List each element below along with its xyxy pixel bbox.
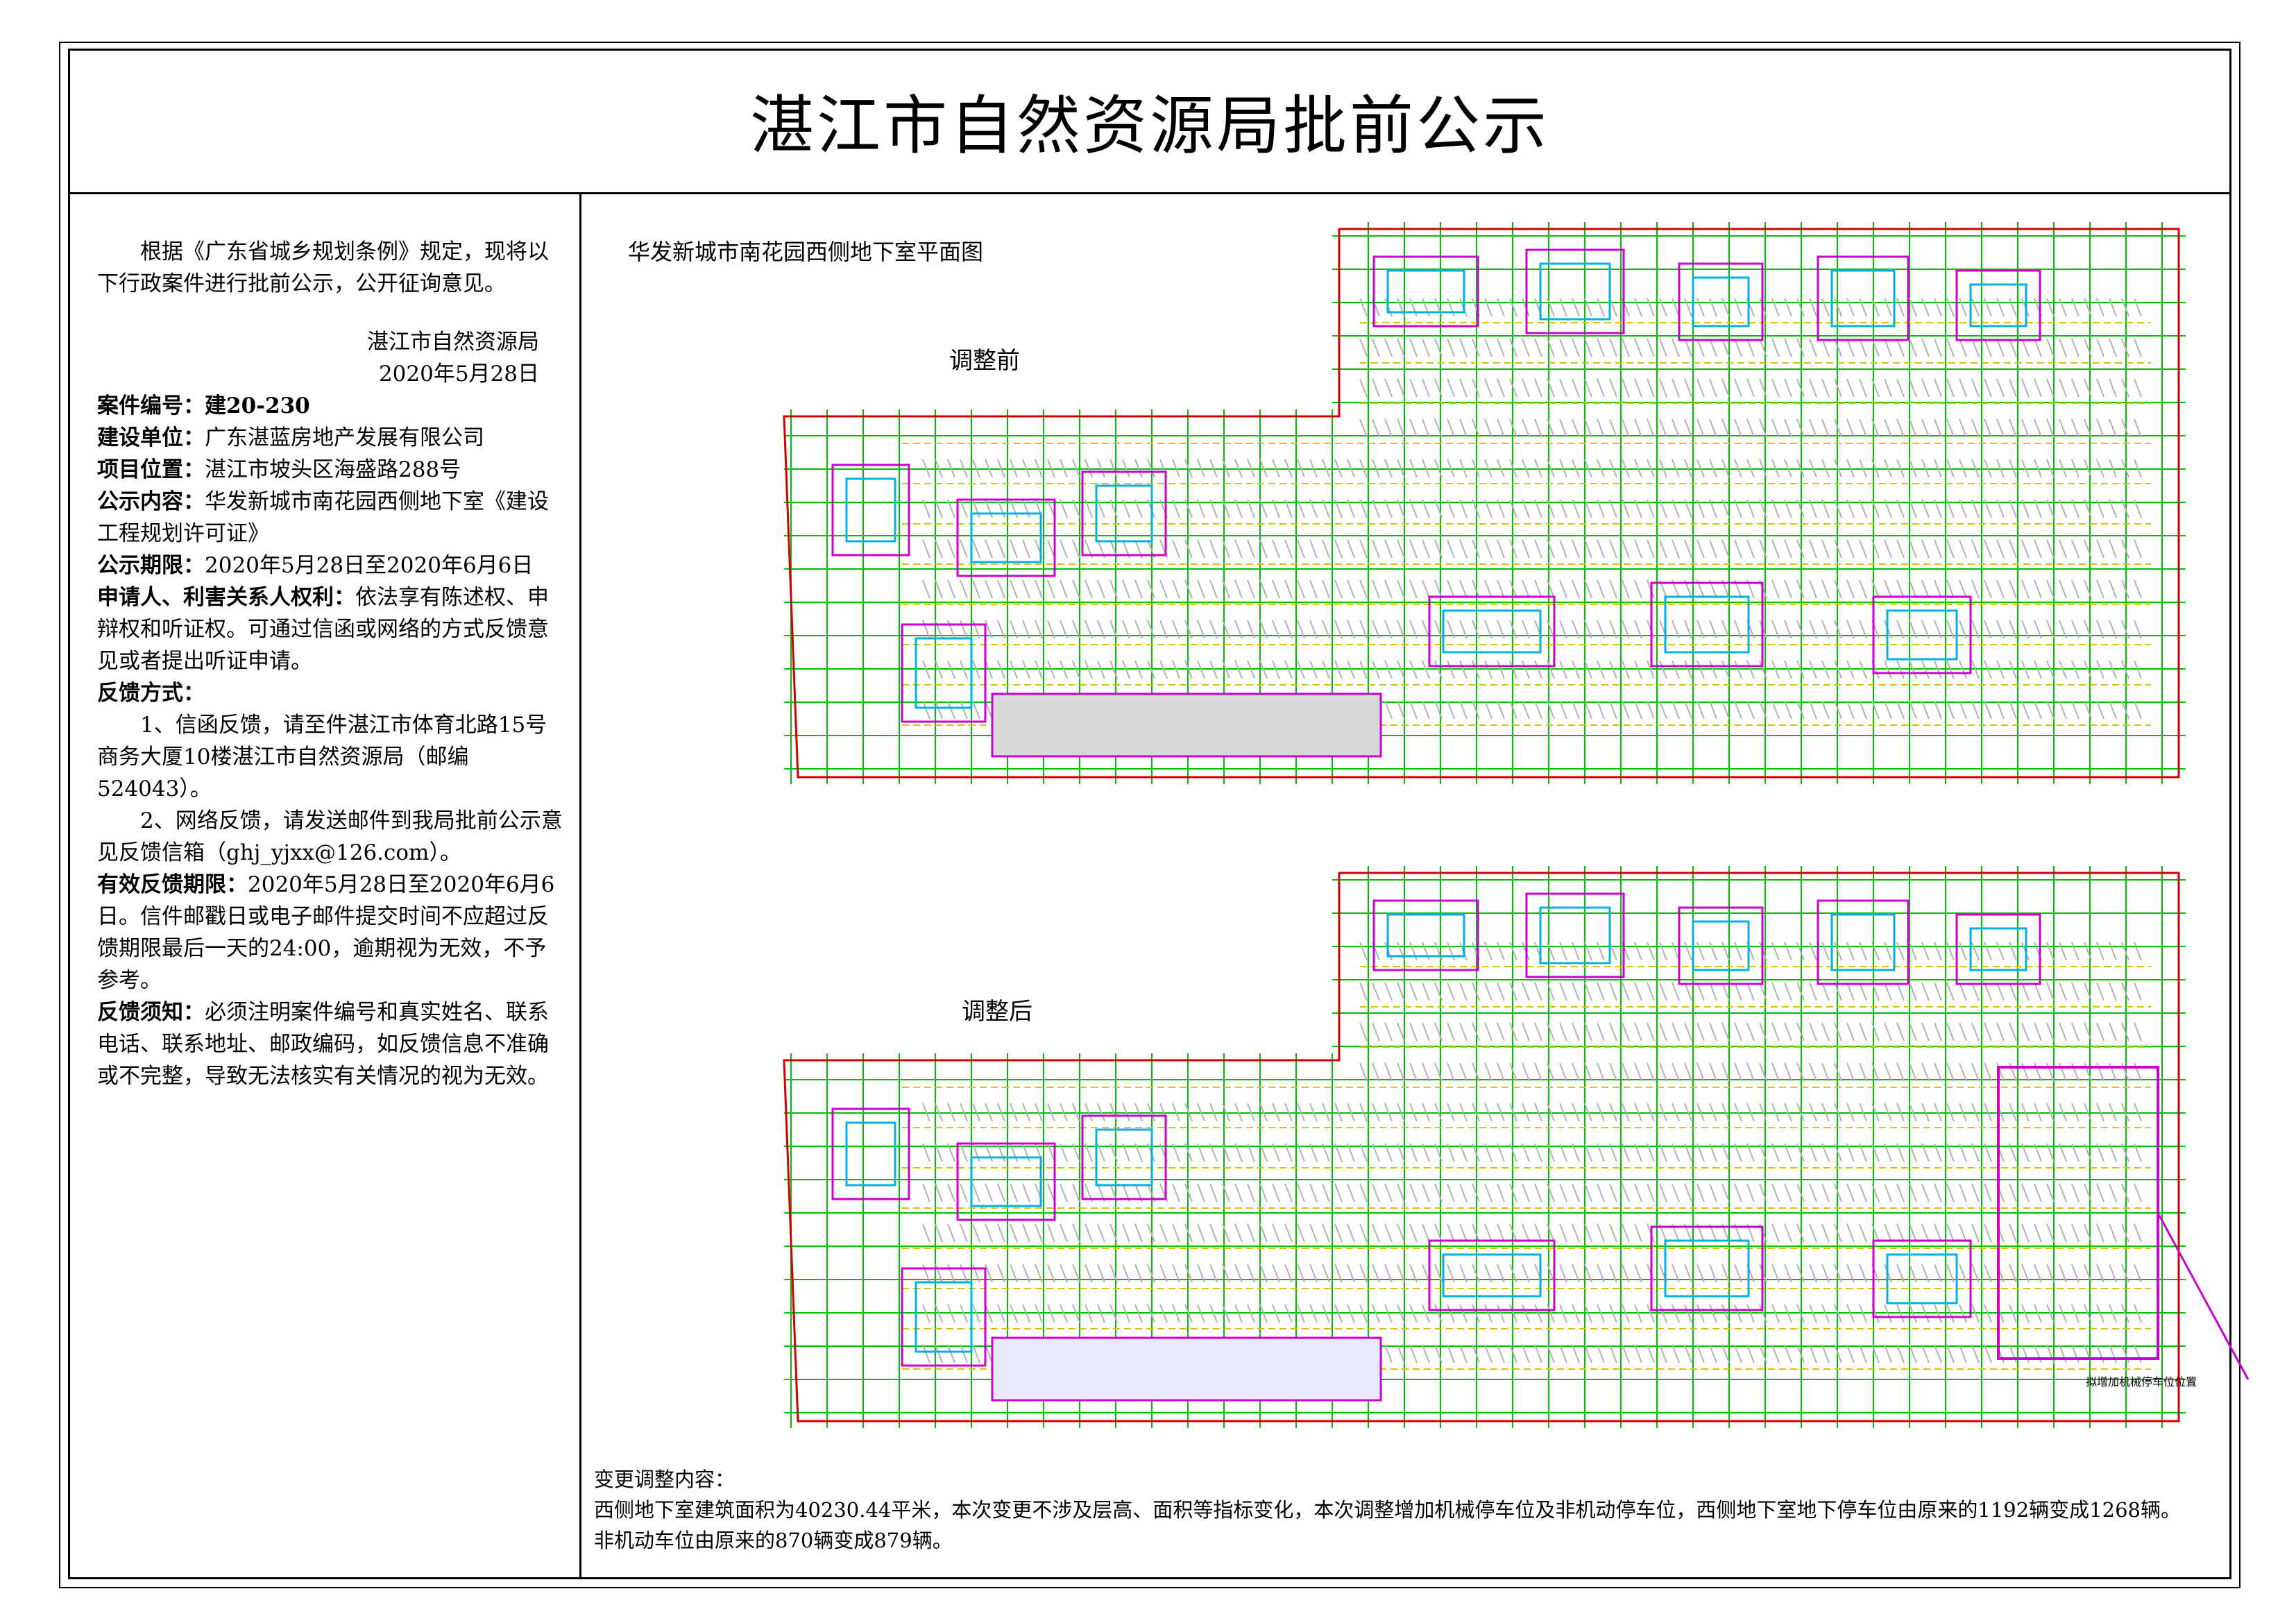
change-heading: 变更调整内容： xyxy=(594,1468,735,1491)
feedback-web: 2、网络反馈，请发送邮件到我局批前公示意见反馈信箱（ghj_yjxx@126.c… xyxy=(97,808,563,865)
drawing-title: 华发新城市南花园西侧地下室平面图 xyxy=(628,239,984,265)
feedback-deadline: 有效反馈期限：2020年5月28日至2020年6月6日。信件邮戳日或电子邮件提交… xyxy=(97,872,555,993)
label-before: 调整前 xyxy=(949,347,1020,375)
title-bar: 湛江市自然资源局批前公示 xyxy=(68,49,2231,194)
feedback-notes: 反馈须知：必须注明案件编号和真实姓名、联系电话、联系地址、邮政编码，如反馈信息不… xyxy=(97,1000,549,1089)
change-summary: 变更调整内容： 西侧地下室建筑面积为40230.44平米，本次变更不涉及层高、面… xyxy=(594,1464,2181,1556)
change-line-1: 西侧地下室建筑面积为40230.44平米，本次变更不涉及层高、面积等指标变化，本… xyxy=(594,1498,2181,1522)
page-title: 湛江市自然资源局批前公示 xyxy=(749,89,1549,163)
notice-intro: 根据《广东省城乡规划条例》规定，现将以下行政案件进行批前公示，公开征询意见。 xyxy=(97,239,549,296)
notice-date: 2020年5月28日 xyxy=(378,362,539,386)
notice-content: 公示内容：华发新城市南花园西侧地下室《建设工程规划许可证》 xyxy=(97,489,549,546)
outer-frame xyxy=(59,42,2240,1588)
inner-frame xyxy=(68,49,2231,1579)
floor-plan-after xyxy=(694,852,2262,1463)
notice-issuer: 湛江市自然资源局 xyxy=(367,330,539,355)
label-after: 调整后 xyxy=(962,998,1032,1026)
mechanical-parking-label: 拟增加机械停车位位置 xyxy=(2086,1375,2197,1388)
feedback-mail: 1、信函反馈，请至件湛江市体育北路15号商务大厦10楼湛江市自然资源局（邮编52… xyxy=(97,713,547,801)
feedback-heading: 反馈方式： xyxy=(97,681,205,706)
plan-after-svg xyxy=(783,866,2250,1428)
case-number: 案件编号：建20-230 xyxy=(97,393,310,418)
notice-panel: 根据《广东省城乡规划条例》规定，现将以下行政案件进行批前公示，公开征询意见。 湛… xyxy=(68,194,581,1579)
floor-plan-before xyxy=(694,208,2262,819)
plan-before-svg xyxy=(783,222,2186,784)
builder: 建设单位：广东湛蓝房地产发展有限公司 xyxy=(97,425,484,450)
project-location: 项目位置：湛江市坡头区海盛路288号 xyxy=(97,457,461,482)
notice-period: 公示期限：2020年5月28日至2020年6月6日 xyxy=(97,553,534,578)
applicant-rights: 申请人、利害关系人权利：依法享有陈述权、申辩权和听证权。可通过信函或网络的方式反… xyxy=(97,585,549,674)
change-line-2: 非机动车位由原来的870辆变成879辆。 xyxy=(594,1529,953,1552)
